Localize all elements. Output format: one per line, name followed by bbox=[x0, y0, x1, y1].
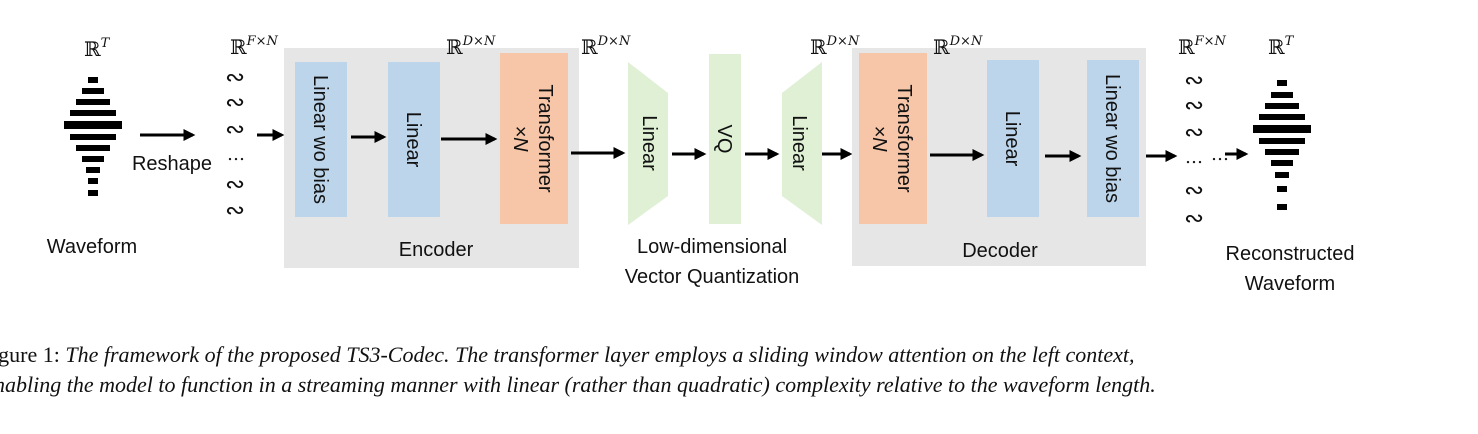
frame-glyph: ∾ bbox=[1184, 176, 1204, 204]
frame-glyph: ∾ bbox=[1184, 204, 1204, 232]
vq-label: VQ bbox=[713, 125, 735, 154]
quantizer-label-line2: Vector Quantization bbox=[625, 266, 800, 288]
output-waveform-icon bbox=[1253, 80, 1311, 210]
output-waveform-label-line1: Reconstructed bbox=[1226, 243, 1355, 265]
caption-line-1-text: The framework of the proposed TS3-Codec.… bbox=[65, 342, 1135, 367]
encoder-linear-block bbox=[388, 62, 440, 217]
frame-ellipsis: … bbox=[227, 144, 245, 165]
reshape-back-ellipsis: … bbox=[1211, 144, 1229, 165]
encoder-transformer-block bbox=[500, 53, 568, 224]
input-frames-dim-label: ℝF×N bbox=[230, 34, 279, 59]
output-waveform-label-line2: Waveform bbox=[1245, 273, 1335, 295]
output-frames-dim-label: ℝF×N bbox=[1178, 34, 1227, 59]
quantizer-down-linear-label: Linear bbox=[638, 115, 660, 171]
decoder-transformer-label: Transformer bbox=[893, 84, 915, 193]
encoder-dim-label: ℝD×N bbox=[446, 34, 496, 59]
decoder-linear-wo-bias-label: Linear wo bias bbox=[1101, 74, 1123, 203]
frame-glyph: ∾ bbox=[1184, 91, 1204, 119]
frame-glyph: ∾ bbox=[225, 63, 245, 91]
frame-glyph: ∾ bbox=[225, 115, 245, 143]
encoder-out-dim-label: ℝD×N bbox=[581, 34, 631, 59]
encoder-linear-label: Linear bbox=[402, 112, 424, 168]
output-frames-column: ∾ ∾ ∾ … ∾ ∾ bbox=[1184, 66, 1204, 232]
encoder-transformer-label: Transformer bbox=[534, 84, 556, 193]
frame-ellipsis: … bbox=[1185, 147, 1203, 168]
frame-glyph: ∾ bbox=[225, 170, 245, 198]
input-waveform-icon bbox=[64, 77, 122, 196]
encoder-label: Encoder bbox=[399, 239, 474, 261]
output-dim-label: ℝT bbox=[1268, 34, 1295, 59]
output-ellipsis: … bbox=[1211, 144, 1229, 165]
quantizer-up-linear-label: Linear bbox=[788, 115, 810, 171]
input-dim-label: ℝT bbox=[84, 36, 111, 61]
decoder-linear-label: Linear bbox=[1001, 111, 1023, 167]
caption-line-1: igure 1: The framework of the proposed T… bbox=[0, 340, 1134, 370]
decoder-dim-label: ℝD×N bbox=[933, 34, 983, 59]
decoder-linear-block bbox=[987, 60, 1039, 217]
caption-line-2-text: nabling the model to function in a strea… bbox=[0, 372, 1156, 397]
frame-glyph: ∾ bbox=[1184, 66, 1204, 94]
quantizer-out-dim-label: ℝD×N bbox=[810, 34, 860, 59]
encoder-linear-wo-bias-block bbox=[295, 62, 347, 217]
input-frames-column: ∾ ∾ ∾ … ∾ ∾ bbox=[225, 63, 245, 224]
caption-prefix: igure 1: bbox=[0, 342, 60, 367]
encoder-transformer-repeat: ×N bbox=[509, 125, 531, 152]
reshape-label: Reshape bbox=[132, 153, 212, 175]
quantizer-down-linear-block bbox=[628, 62, 668, 225]
quantizer-up-linear-block bbox=[782, 62, 822, 225]
decoder-label: Decoder bbox=[962, 240, 1038, 262]
vq-block bbox=[709, 54, 741, 224]
decoder-transformer-repeat: ×N bbox=[868, 125, 890, 152]
frame-glyph: ∾ bbox=[225, 196, 245, 224]
quantizer-label-line1: Low-dimensional bbox=[637, 236, 787, 258]
encoder-linear-wo-bias-label: Linear wo bias bbox=[309, 75, 331, 204]
frame-glyph: ∾ bbox=[1184, 118, 1204, 146]
input-waveform-label: Waveform bbox=[47, 236, 137, 258]
decoder-linear-wo-bias-block bbox=[1087, 60, 1139, 217]
decoder-transformer-block bbox=[859, 53, 927, 224]
caption-line-2: nabling the model to function in a strea… bbox=[0, 370, 1156, 400]
frame-glyph: ∾ bbox=[225, 88, 245, 116]
